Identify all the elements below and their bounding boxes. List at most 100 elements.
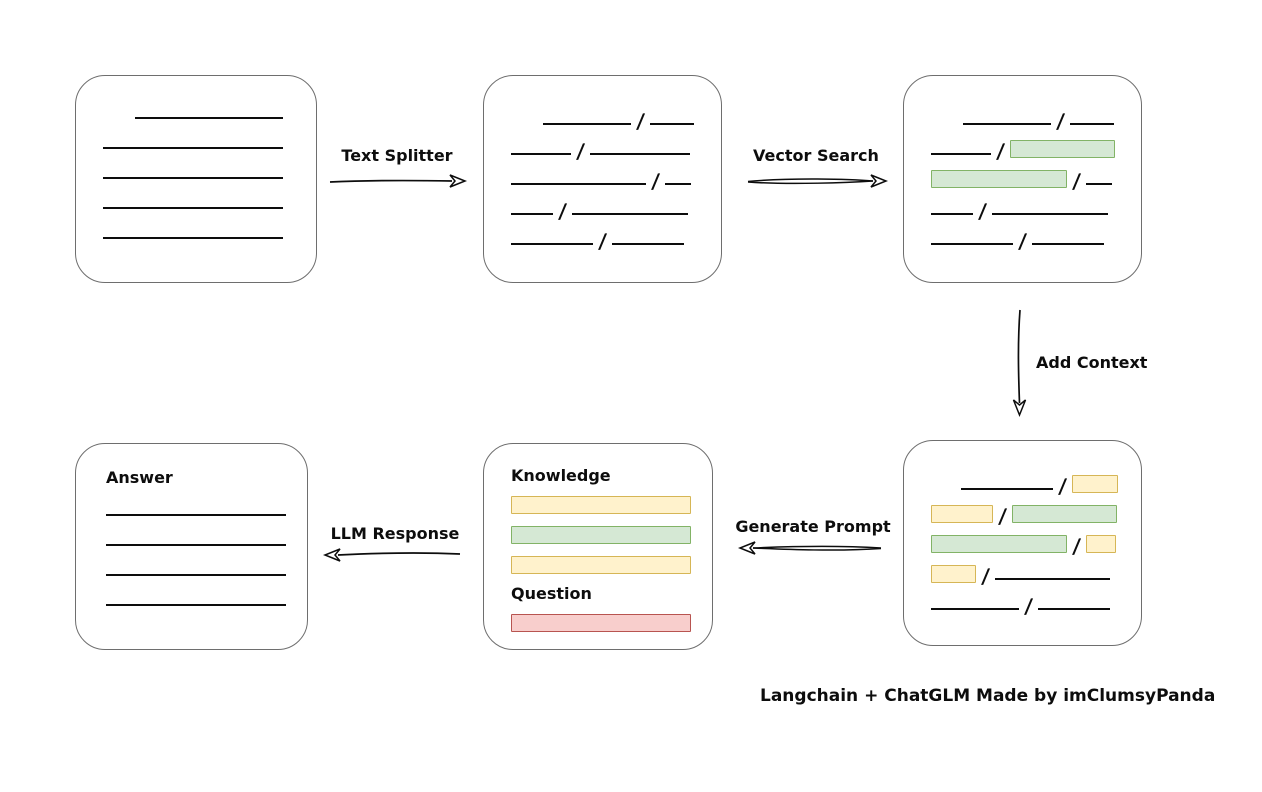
question-title: Question bbox=[511, 584, 592, 603]
diagram-caption: Langchain + ChatGLM Made by imClumsyPand… bbox=[760, 686, 1216, 706]
vector-result-rows: ///// bbox=[931, 98, 1116, 253]
text-row bbox=[511, 544, 691, 574]
text-row bbox=[103, 92, 289, 122]
green-chunk bbox=[1010, 140, 1116, 158]
slash-separator: / bbox=[1017, 229, 1028, 253]
prompt-node: Knowledge Question bbox=[483, 443, 713, 650]
text-line bbox=[1032, 243, 1105, 245]
text-line bbox=[931, 153, 991, 155]
green-chunk bbox=[931, 170, 1067, 188]
llm-response-arrow bbox=[322, 548, 461, 562]
text-row: / bbox=[511, 98, 695, 133]
yellow-chunk bbox=[511, 496, 691, 514]
text-line bbox=[543, 123, 631, 125]
answer-title: Answer bbox=[106, 468, 173, 487]
text-line bbox=[931, 608, 1019, 610]
text-line bbox=[961, 488, 1053, 490]
text-row: / bbox=[931, 463, 1119, 498]
text-line bbox=[103, 177, 283, 179]
document-lines bbox=[103, 92, 289, 242]
text-line bbox=[511, 243, 593, 245]
text-row bbox=[103, 212, 289, 242]
green-chunk bbox=[511, 526, 691, 544]
text-row bbox=[106, 489, 286, 519]
yellow-chunk bbox=[931, 505, 993, 523]
answer-lines bbox=[106, 489, 286, 609]
generate-prompt-arrow bbox=[737, 541, 882, 555]
text-row: / bbox=[511, 218, 694, 253]
text-row: / bbox=[511, 158, 694, 193]
text-line bbox=[106, 604, 286, 606]
text-line bbox=[511, 183, 646, 185]
vector-search-label: Vector Search bbox=[753, 146, 879, 165]
text-row bbox=[103, 122, 289, 152]
text-row bbox=[511, 484, 691, 514]
text-line bbox=[106, 544, 286, 546]
split-text-node: ///// bbox=[483, 75, 722, 283]
split-text-rows: ///// bbox=[511, 98, 695, 253]
llm-response-label: LLM Response bbox=[330, 524, 460, 543]
text-line bbox=[931, 213, 973, 215]
text-line bbox=[650, 123, 695, 125]
text-row: / bbox=[931, 128, 1116, 163]
text-row: / bbox=[931, 218, 1114, 253]
context-node: ///// bbox=[903, 440, 1142, 646]
text-line bbox=[992, 213, 1109, 215]
text-line bbox=[103, 237, 283, 239]
text-line bbox=[511, 213, 553, 215]
text-line bbox=[590, 153, 691, 155]
text-row: / bbox=[931, 583, 1114, 618]
text-row bbox=[103, 152, 289, 182]
text-row: / bbox=[931, 188, 1114, 223]
text-line bbox=[963, 123, 1051, 125]
answer-node: Answer bbox=[75, 443, 308, 650]
text-row: / bbox=[931, 98, 1115, 133]
green-chunk bbox=[931, 535, 1067, 553]
text-line bbox=[103, 207, 283, 209]
text-row bbox=[511, 514, 691, 544]
text-row: / bbox=[931, 523, 1117, 558]
vector-search-arrow bbox=[747, 174, 889, 188]
text-line bbox=[572, 213, 689, 215]
add-context-arrow bbox=[1012, 309, 1027, 418]
text-splitter-arrow bbox=[329, 174, 468, 188]
text-row: / bbox=[931, 553, 1114, 588]
yellow-chunk bbox=[511, 556, 691, 574]
text-row: / bbox=[931, 158, 1114, 193]
text-row bbox=[106, 549, 286, 579]
text-line bbox=[1038, 608, 1111, 610]
slash-separator: / bbox=[597, 229, 608, 253]
text-line bbox=[612, 243, 685, 245]
text-line bbox=[511, 153, 571, 155]
yellow-chunk bbox=[1072, 475, 1119, 493]
vector-result-node: ///// bbox=[903, 75, 1142, 283]
text-row: / bbox=[511, 128, 694, 163]
question-bar bbox=[511, 602, 691, 632]
text-row bbox=[103, 182, 289, 212]
text-row bbox=[511, 602, 691, 632]
text-line bbox=[995, 578, 1111, 580]
add-context-label: Add Context bbox=[1036, 353, 1148, 372]
text-line bbox=[931, 243, 1013, 245]
text-line bbox=[103, 147, 283, 149]
document-node bbox=[75, 75, 317, 283]
text-line bbox=[665, 183, 692, 185]
text-line bbox=[1086, 183, 1113, 185]
yellow-chunk bbox=[931, 565, 976, 583]
text-line bbox=[135, 117, 283, 119]
text-row: / bbox=[931, 493, 1118, 528]
yellow-chunk bbox=[1086, 535, 1117, 553]
red-chunk bbox=[511, 614, 691, 632]
context-rows: ///// bbox=[931, 463, 1119, 618]
generate-prompt-label: Generate Prompt bbox=[735, 517, 891, 536]
text-row bbox=[106, 519, 286, 549]
knowledge-title: Knowledge bbox=[511, 466, 611, 485]
knowledge-bars bbox=[511, 484, 691, 574]
text-line bbox=[106, 574, 286, 576]
text-line bbox=[1070, 123, 1115, 125]
text-splitter-label: Text Splitter bbox=[341, 146, 453, 165]
text-row bbox=[106, 579, 286, 609]
text-row: / bbox=[511, 188, 694, 223]
text-line bbox=[106, 514, 286, 516]
